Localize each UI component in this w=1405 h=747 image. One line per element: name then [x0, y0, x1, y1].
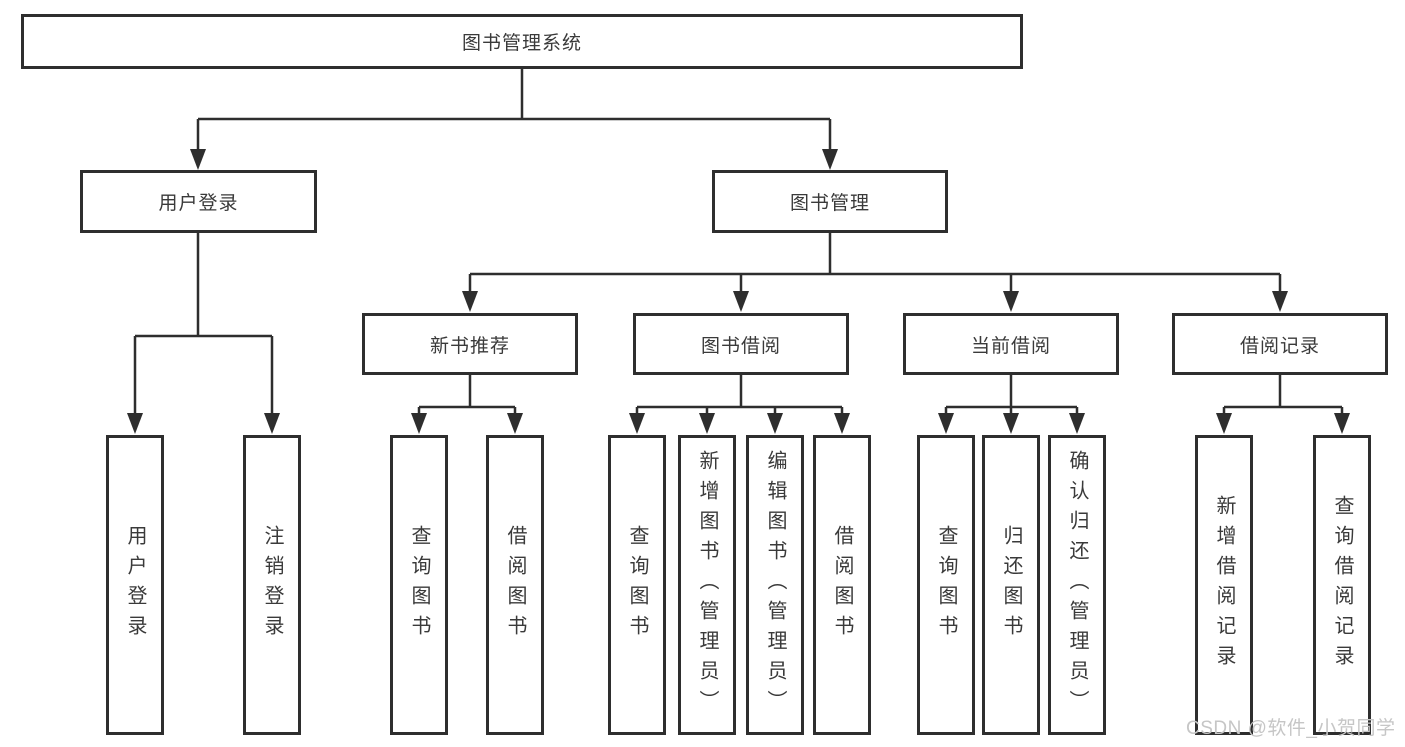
node-current-borrowing: 当前借阅 [903, 313, 1119, 375]
node-label: 图书管理系统 [461, 33, 582, 54]
node-label: 编辑图书（管理员） [764, 450, 786, 720]
leaf-borrow-books-recommend: 借阅图书 [486, 435, 544, 735]
connector-arrowhead [127, 413, 143, 434]
node-label: 查询借阅记录 [1331, 495, 1353, 675]
connector-arrowhead [411, 413, 427, 434]
node-book-management: 图书管理 [712, 170, 948, 233]
node-new-book-recommend: 新书推荐 [362, 313, 578, 375]
node-label: 确认归还（管理员） [1066, 450, 1088, 720]
leaf-edit-book-admin: 编辑图书（管理员） [746, 435, 804, 735]
node-label: 查询图书 [408, 525, 430, 645]
node-label: 新增借阅记录 [1213, 495, 1235, 675]
connector-arrowhead [507, 413, 523, 434]
node-label: 查询图书 [935, 525, 957, 645]
node-label: 归还图书 [1000, 525, 1022, 645]
leaf-query-books-current: 查询图书 [917, 435, 975, 735]
node-label: 新书推荐 [429, 335, 510, 357]
connector-lines [133, 69, 1344, 416]
node-label: 图书管理 [789, 193, 870, 214]
connector-arrowhead [1003, 413, 1019, 434]
leaf-query-books-borrowing: 查询图书 [608, 435, 666, 735]
leaf-return-books: 归还图书 [982, 435, 1040, 735]
leaf-query-books-recommend: 查询图书 [390, 435, 448, 735]
node-label: 注销登录 [261, 525, 283, 645]
csdn-watermark: CSDN @软件_小贺同学 [1186, 718, 1396, 739]
node-user-login: 用户登录 [80, 170, 317, 233]
connector-arrowhead [699, 413, 715, 434]
node-label: 新增图书（管理员） [696, 450, 718, 720]
connector-arrowhead [190, 149, 206, 170]
leaf-add-book-admin: 新增图书（管理员） [678, 435, 736, 735]
node-book-borrowing: 图书借阅 [633, 313, 849, 375]
connector-arrowhead [822, 149, 838, 170]
connector-arrowhead [1272, 291, 1288, 312]
leaf-borrow-books-borrowing: 借阅图书 [813, 435, 871, 735]
leaf-query-borrow-record: 查询借阅记录 [1313, 435, 1371, 735]
node-label: 借阅图书 [504, 525, 526, 645]
node-label: 用户登录 [124, 525, 146, 645]
connector-arrowhead [1069, 413, 1085, 434]
leaf-user-login: 用户登录 [106, 435, 164, 735]
leaf-confirm-return-admin: 确认归还（管理员） [1048, 435, 1106, 735]
connector-arrowhead [264, 413, 280, 434]
connector-arrowhead [733, 291, 749, 312]
node-label: 当前借阅 [970, 335, 1051, 357]
connector-arrowhead [938, 413, 954, 434]
node-label: 图书借阅 [700, 335, 781, 357]
node-label: 借阅图书 [831, 525, 853, 645]
connector-arrowhead [767, 413, 783, 434]
node-library-management-system: 图书管理系统 [21, 14, 1023, 69]
connector-arrowhead [834, 413, 850, 434]
connector-arrowhead [1334, 413, 1350, 434]
node-label: 查询图书 [626, 525, 648, 645]
node-borrowing-records: 借阅记录 [1172, 313, 1388, 375]
connector-arrowhead [1003, 291, 1019, 312]
node-label: 用户登录 [158, 193, 239, 214]
connector-arrowhead [629, 413, 645, 434]
leaf-add-borrow-record: 新增借阅记录 [1195, 435, 1253, 735]
node-label: 借阅记录 [1239, 335, 1320, 357]
connector-arrowhead [462, 291, 478, 312]
leaf-logout: 注销登录 [243, 435, 301, 735]
connector-arrowhead [1216, 413, 1232, 434]
